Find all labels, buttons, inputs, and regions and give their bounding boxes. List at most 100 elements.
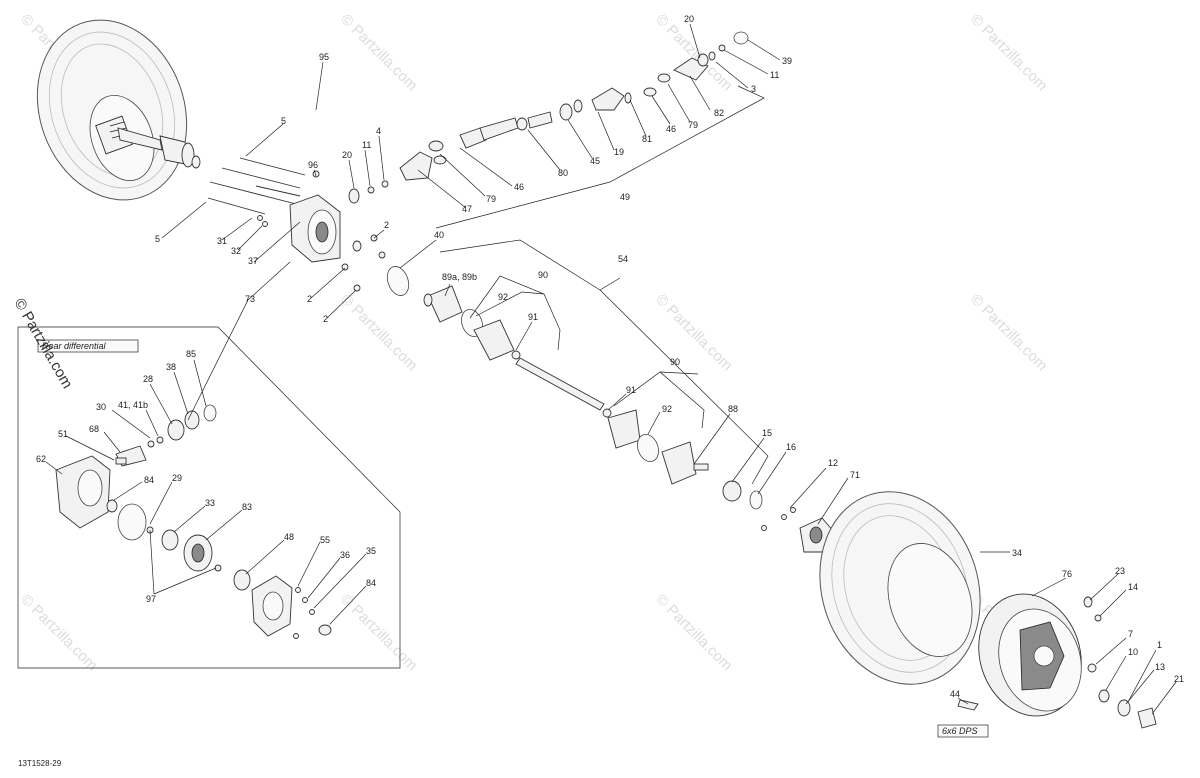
watermark: © Partzilla.com [652,291,735,374]
universal-joint-rear [591,31,749,111]
callout-4: 4 [376,126,381,136]
callout-46: 46 [514,182,524,192]
model-tag: 6x6 DPS [937,724,989,738]
callout-29: 29 [172,473,182,483]
callout-79: 79 [486,194,496,204]
callout-37: 37 [248,256,258,266]
callout-88: 88 [728,404,738,414]
callout-81: 81 [642,134,652,144]
watermark: © Partzilla.com [337,291,420,374]
callout-12: 12 [828,458,838,468]
inset-title: Rear differential [42,341,107,351]
callout-2: 2 [323,314,328,324]
callout-20: 20 [684,14,694,24]
watermark: © Partzilla.com [337,11,420,94]
callout-19: 19 [614,147,624,157]
callout-48: 48 [284,532,294,542]
callout-30: 30 [96,402,106,412]
callout-84: 84 [366,578,376,588]
callout-38: 38 [166,362,176,372]
watermark: © Partzilla.com [652,591,735,674]
small-hardware [367,180,389,194]
callout-91: 91 [528,312,538,322]
callout-90: 90 [670,357,680,367]
callout-5: 5 [155,234,160,244]
callout-11: 11 [362,140,371,150]
callout-2: 2 [307,294,312,304]
callout-3: 3 [751,84,756,94]
callout-84: 84 [144,475,154,485]
callout-49: 49 [620,192,630,202]
callout-55: 55 [320,535,330,545]
callout-80: 80 [558,168,568,178]
wheel-tire-right [819,491,981,685]
callout-23: 23 [1115,566,1125,576]
callout-20: 20 [342,150,352,160]
callout-13: 13 [1155,662,1165,672]
callout-44: 44 [950,689,960,699]
callout-11: 11 [770,70,779,80]
callout-54: 54 [618,254,628,264]
callout-2: 2 [384,220,389,230]
wheel-hub [761,507,835,553]
hub-carrier [257,170,386,292]
callout-46: 46 [666,124,676,134]
wheel-rim [978,593,1082,717]
callout-7: 7 [1128,629,1133,639]
callout-36: 36 [340,550,350,560]
wheel-bearing [722,480,763,510]
callout-28: 28 [143,374,153,384]
callout-labels: 95 5 5 96 20 11 4 31 32 37 73 2 2 2 40 4… [36,14,1184,699]
callout-96: 96 [308,160,318,170]
callout-51: 51 [58,429,68,439]
callout-15: 15 [762,428,772,438]
callout-21: 21 [1174,674,1184,684]
half-shaft-assembly [423,285,709,485]
callout-33: 33 [205,498,215,508]
callout-32: 32 [231,246,241,256]
axle-left [117,127,201,169]
callout-10: 10 [1128,647,1138,657]
callout-71: 71 [850,470,860,480]
leader-lines [45,23,1177,715]
callout-90: 90 [538,270,548,280]
universal-joint-front [399,127,487,181]
drawing-code: 13T1528-29 [18,759,62,768]
callout-97: 97 [146,594,156,604]
model-tag-text: 6x6 DPS [942,726,978,736]
callout-14: 14 [1128,582,1138,592]
callout-45: 45 [590,156,600,166]
callout-92: 92 [498,292,508,302]
rear-differential-inset: Rear differential [17,326,401,669]
callout-41: 41, 41b [118,400,148,410]
bolt-set [207,157,306,215]
callout-68: 68 [89,424,99,434]
callout-79: 79 [688,120,698,130]
callout-47: 47 [462,204,472,214]
watermark: © Partzilla.com [967,291,1050,374]
callout-40: 40 [434,230,444,240]
callout-31: 31 [217,236,227,246]
watermark: © Partzilla.com [17,591,100,674]
callout-92: 92 [662,404,672,414]
callout-34: 34 [1012,548,1022,558]
callout-39: 39 [782,56,792,66]
valve-tool [957,699,979,711]
callout-85: 85 [186,349,196,359]
drive-shaft [479,99,583,141]
callout-1: 1 [1157,640,1162,650]
watermark: © Partzilla.com [967,11,1050,94]
callout-16: 16 [786,442,796,452]
callout-91: 91 [626,385,636,395]
callout-35: 35 [366,546,376,556]
callout-5: 5 [281,116,286,126]
callout-89: 89a, 89b [442,272,477,282]
retaining-ring [386,266,410,296]
callout-95: 95 [319,52,329,62]
callout-82: 82 [714,108,724,118]
callout-73: 73 [245,294,255,304]
callout-62: 62 [36,454,46,464]
inset-title-box [37,339,139,353]
callout-83: 83 [242,502,252,512]
